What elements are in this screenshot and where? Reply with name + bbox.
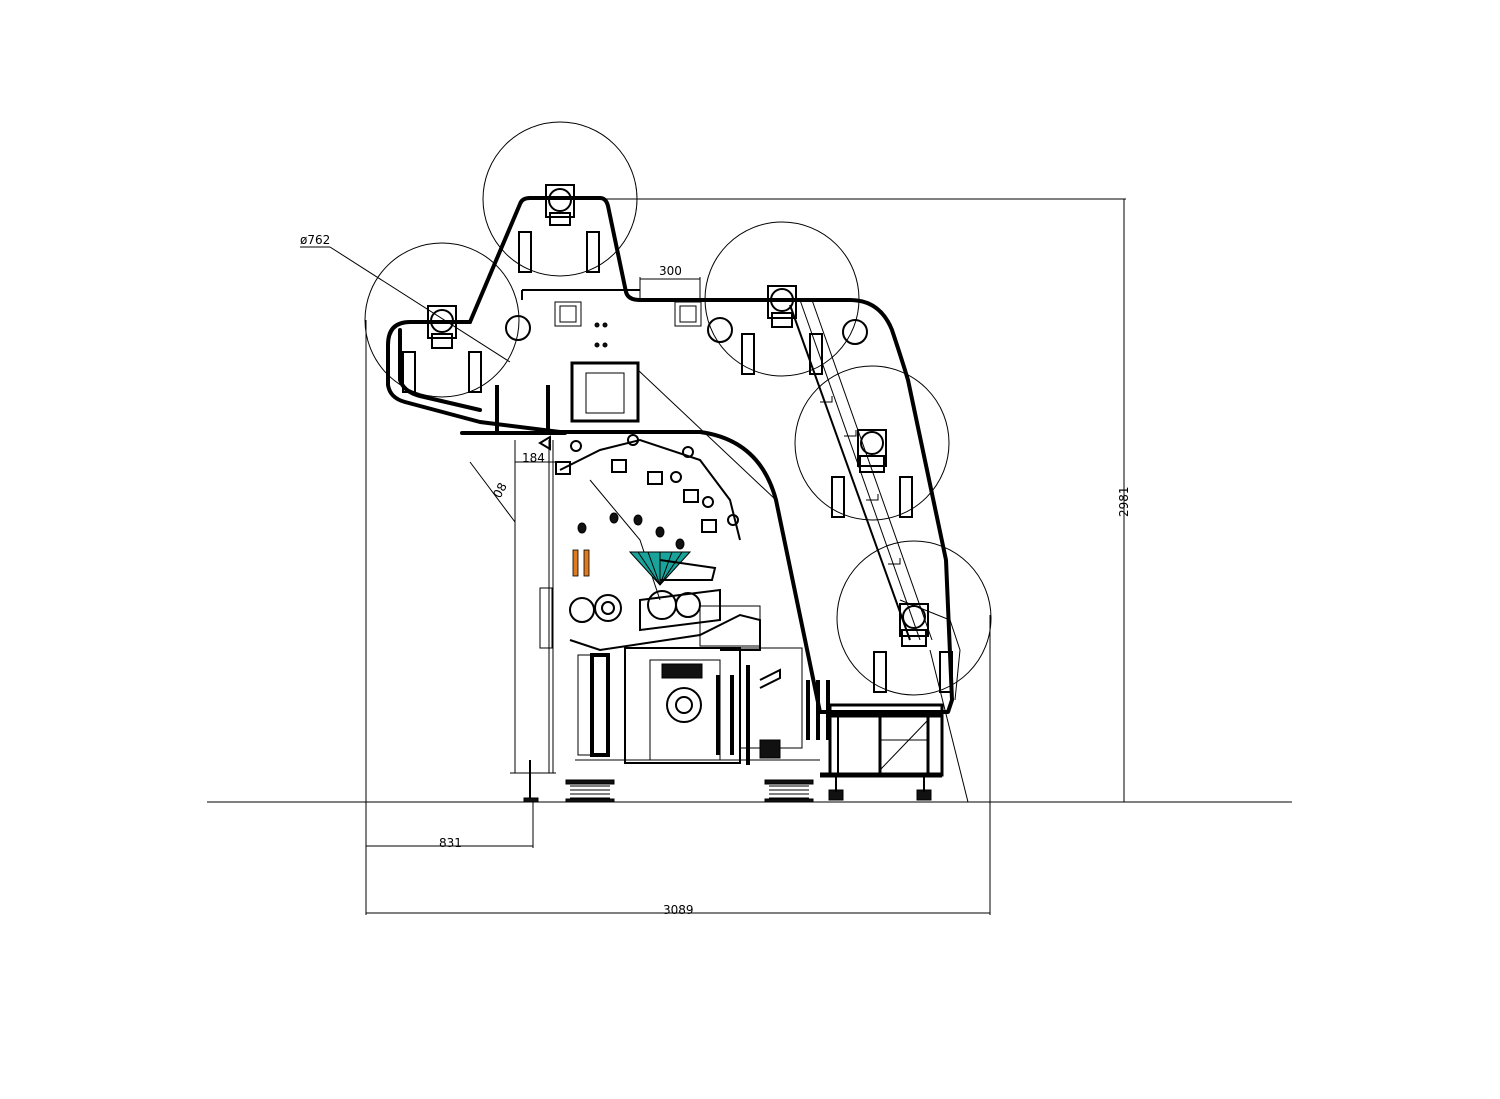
drive-rollers: [569, 588, 761, 652]
lower-body: [575, 647, 830, 765]
dim-total-height: 2981: [1117, 486, 1131, 517]
roller-hub-top: [545, 184, 575, 226]
dim-total-width: 3089: [663, 903, 694, 917]
spring-right: [764, 779, 814, 803]
roller-circle-right-1: [794, 365, 950, 521]
dimension-lines: [300, 198, 1128, 915]
mounting-plates: [554, 301, 702, 348]
dim-guide-offset: 184: [522, 451, 545, 465]
dim-roller-diameter: ø762: [300, 233, 330, 247]
feet-springs: [565, 775, 932, 803]
dim-guide-angle: 08: [490, 480, 510, 500]
control-box: [570, 361, 777, 501]
roller-hub-left: [427, 305, 457, 349]
rail-brackets: [820, 396, 961, 701]
slot-brackets: [402, 231, 953, 693]
idler-rollers: [505, 315, 868, 345]
fabric-path-frame: [386, 196, 954, 714]
guide-roller-cluster: [538, 434, 741, 601]
spreader-fan: [628, 551, 717, 586]
left-supports: [495, 385, 556, 803]
roller-hub-mid: [767, 285, 797, 328]
dim-left-offset: 831: [439, 836, 462, 850]
roller-circle-left: [364, 242, 520, 398]
dimension-texts: ø762 300 184 08 2981 831 3089: [300, 233, 1131, 917]
roller-circle-right-2: [836, 540, 992, 696]
spring-left: [565, 779, 615, 803]
roller-circles: [364, 121, 992, 696]
right-base-frame: [820, 703, 944, 778]
dim-top-offset: 300: [659, 264, 682, 278]
orange-sensors: [572, 549, 590, 577]
roller-hub-right-1: [857, 429, 887, 473]
roller-hubs: [427, 184, 929, 647]
